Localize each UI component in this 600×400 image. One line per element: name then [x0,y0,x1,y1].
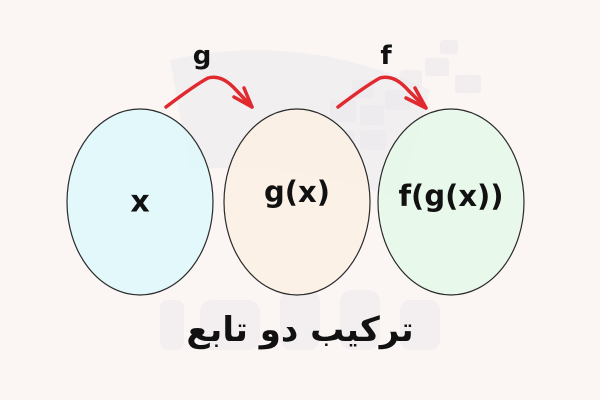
diagram-title: ترکیب دو تابع [186,310,414,350]
set-intermediate-ellipse [223,108,371,296]
arrow-g-label: g [192,41,212,71]
arrow-f-label: f [380,41,392,71]
set-domain-ellipse [66,108,214,296]
set-codomain-label: f(g(x)) [398,179,504,213]
set-intermediate-label: g(x) [264,175,330,209]
arrow-g-icon [164,75,254,109]
set-domain-label: x [130,184,150,220]
set-codomain-ellipse [377,108,525,296]
arrow-f-icon [336,75,428,110]
